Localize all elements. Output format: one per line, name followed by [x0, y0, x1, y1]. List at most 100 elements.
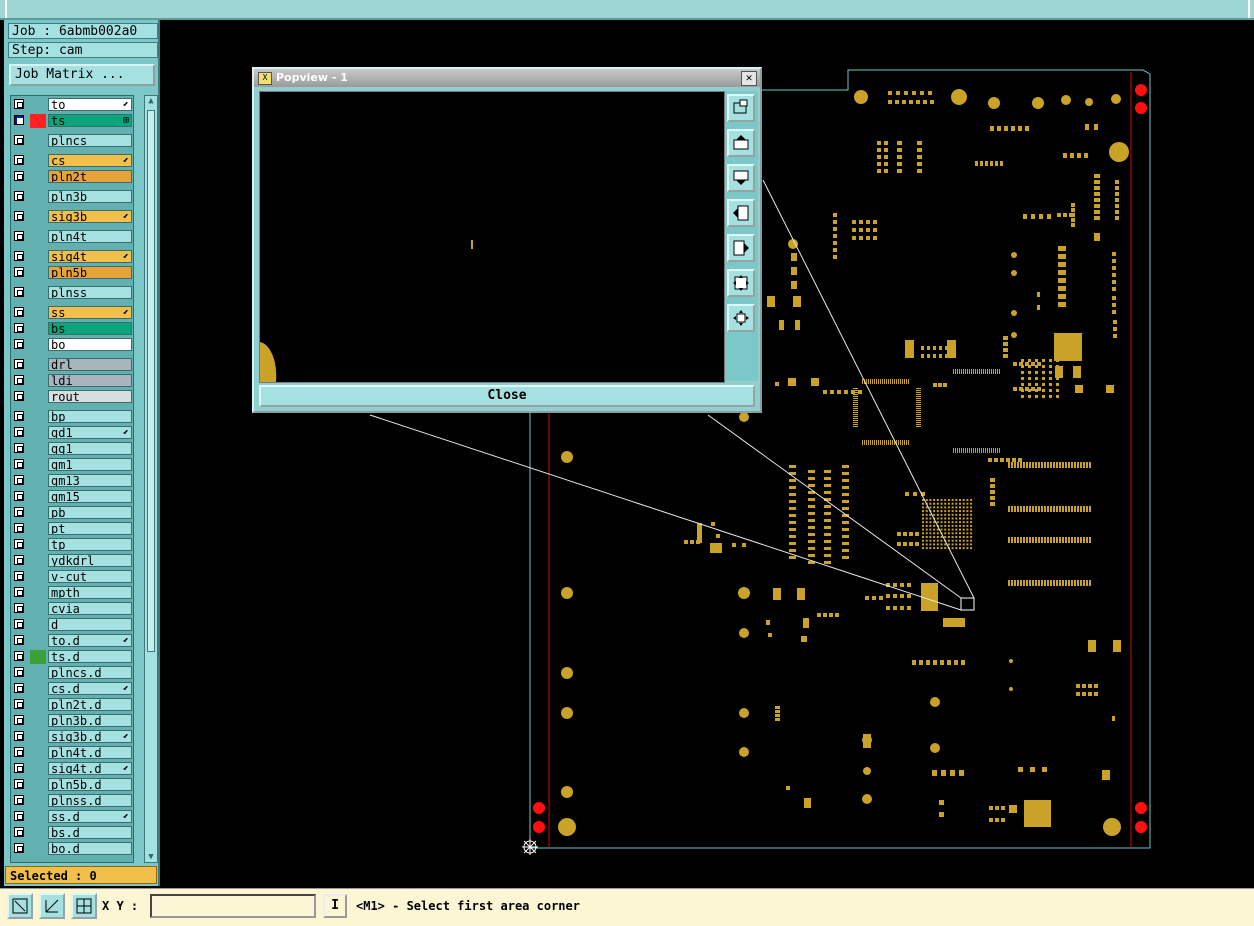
layer-row[interactable]: gd1⬋	[11, 426, 133, 440]
scroll-down-icon[interactable]: ▼	[148, 852, 154, 862]
layer-checkbox[interactable]	[14, 715, 24, 725]
layer-checkbox[interactable]	[14, 135, 24, 145]
layer-row[interactable]: sig3b⬋	[11, 210, 133, 224]
layer-checkbox[interactable]	[14, 779, 24, 789]
layer-name[interactable]: gm13	[48, 474, 132, 487]
layer-row[interactable]: sig3b.d⬋	[11, 730, 133, 744]
scroll-up-icon[interactable]: ▲	[148, 96, 154, 106]
layer-row[interactable]: ldi	[11, 374, 133, 388]
layer-row[interactable]: pln3b	[11, 190, 133, 204]
layer-checkbox[interactable]	[14, 155, 24, 165]
job-matrix-button[interactable]: Job Matrix ...	[9, 64, 155, 86]
layer-row[interactable]: gm13	[11, 474, 133, 488]
layer-checkbox[interactable]	[14, 843, 24, 853]
layer-name[interactable]: pln3b	[48, 190, 132, 203]
layer-name[interactable]: sig4t.d⬋	[48, 762, 132, 775]
layer-row[interactable]: bs.d	[11, 826, 133, 840]
layer-row[interactable]: ydkdrl	[11, 554, 133, 568]
layer-row[interactable]: gg1	[11, 442, 133, 456]
layer-name[interactable]: pb	[48, 506, 132, 519]
layer-name[interactable]: gm1	[48, 458, 132, 471]
xy-coordinate-input[interactable]	[150, 894, 316, 918]
layer-checkbox[interactable]	[14, 555, 24, 565]
layer-row[interactable]: plncs.d	[11, 666, 133, 680]
layer-checkbox[interactable]	[14, 571, 24, 581]
info-button[interactable]: I	[323, 894, 347, 918]
layer-row[interactable]: cs⬋	[11, 154, 133, 168]
layer-row[interactable]: bs	[11, 322, 133, 336]
layer-checkbox[interactable]	[14, 375, 24, 385]
layer-list-scrollbar[interactable]: ▲ ▼	[144, 95, 158, 863]
popview-canvas[interactable]	[259, 91, 725, 383]
layer-row[interactable]: pln5b.d	[11, 778, 133, 792]
layer-checkbox[interactable]	[14, 587, 24, 597]
layer-checkbox[interactable]	[14, 475, 24, 485]
layer-row[interactable]: rout	[11, 390, 133, 404]
layer-color-swatch[interactable]	[30, 114, 46, 128]
layer-name[interactable]: cvia	[48, 602, 132, 615]
snap-mode-button[interactable]	[7, 893, 33, 919]
pan-left-button[interactable]	[727, 199, 755, 227]
pan-right-button[interactable]	[727, 234, 755, 262]
layer-name[interactable]: pln2t	[48, 170, 132, 183]
layer-name[interactable]: tp	[48, 538, 132, 551]
layer-row[interactable]: gm1	[11, 458, 133, 472]
layer-checkbox[interactable]	[14, 603, 24, 613]
layer-checkbox[interactable]	[14, 191, 24, 201]
layer-checkbox[interactable]	[14, 307, 24, 317]
layer-row[interactable]: plnss	[11, 286, 133, 300]
layer-name[interactable]: ydkdrl	[48, 554, 132, 567]
layer-name[interactable]: pln4t.d	[48, 746, 132, 759]
layer-checkbox[interactable]	[14, 267, 24, 277]
layer-row[interactable]: mpth	[11, 586, 133, 600]
layer-name[interactable]: sig4t⬋	[48, 250, 132, 263]
popview-close-button[interactable]: Close	[259, 385, 755, 407]
layer-row[interactable]: plnss.d	[11, 794, 133, 808]
layer-name[interactable]: ldi	[48, 374, 132, 387]
layer-row[interactable]: bo.d	[11, 842, 133, 856]
layer-checkbox[interactable]	[14, 287, 24, 297]
layer-checkbox[interactable]	[14, 667, 24, 677]
layer-checkbox[interactable]	[14, 699, 24, 709]
layer-row[interactable]: pt	[11, 522, 133, 536]
layer-name[interactable]: ts⊞	[48, 114, 132, 127]
layer-row[interactable]: cs.d⬋	[11, 682, 133, 696]
layer-row[interactable]: tp	[11, 538, 133, 552]
layer-row[interactable]: ts.d	[11, 650, 133, 664]
layer-row[interactable]: bo	[11, 338, 133, 352]
layer-row[interactable]: pln4t	[11, 230, 133, 244]
layer-row[interactable]: pln4t.d	[11, 746, 133, 760]
layer-checkbox[interactable]	[14, 635, 24, 645]
layer-name[interactable]: gg1	[48, 442, 132, 455]
layer-name[interactable]: bo.d	[48, 842, 132, 855]
layer-checkbox[interactable]	[14, 99, 24, 109]
layer-checkbox[interactable]	[14, 323, 24, 333]
layer-checkbox[interactable]	[14, 795, 24, 805]
layer-name[interactable]: pln5b.d	[48, 778, 132, 791]
layer-row[interactable]: ss⬋	[11, 306, 133, 320]
layer-name[interactable]: ts.d	[48, 650, 132, 663]
layer-name[interactable]: to.d⬋	[48, 634, 132, 647]
layer-name[interactable]: sig3b.d⬋	[48, 730, 132, 743]
layer-name[interactable]: pln2t.d	[48, 698, 132, 711]
measure-mode-button[interactable]	[39, 893, 65, 919]
popview-titlebar[interactable]: X Popview - 1 ✕	[254, 69, 760, 87]
layer-name[interactable]: plnss	[48, 286, 132, 299]
layer-checkbox[interactable]	[14, 115, 24, 125]
layer-checkbox[interactable]	[14, 827, 24, 837]
pan-down-button[interactable]	[727, 164, 755, 192]
layer-name[interactable]: bp	[48, 410, 132, 423]
layer-checkbox[interactable]	[14, 491, 24, 501]
layer-row[interactable]: pb	[11, 506, 133, 520]
scroll-thumb[interactable]	[147, 110, 155, 652]
layer-name[interactable]: sig3b⬋	[48, 210, 132, 223]
layer-checkbox[interactable]	[14, 539, 24, 549]
layer-name[interactable]: bo	[48, 338, 132, 351]
layer-name[interactable]: gd1⬋	[48, 426, 132, 439]
layer-name[interactable]: pln5b	[48, 266, 132, 279]
layer-row[interactable]: to.d⬋	[11, 634, 133, 648]
layer-checkbox[interactable]	[14, 339, 24, 349]
layer-checkbox[interactable]	[14, 523, 24, 533]
layer-checkbox[interactable]	[14, 651, 24, 661]
layer-name[interactable]: cs.d⬋	[48, 682, 132, 695]
